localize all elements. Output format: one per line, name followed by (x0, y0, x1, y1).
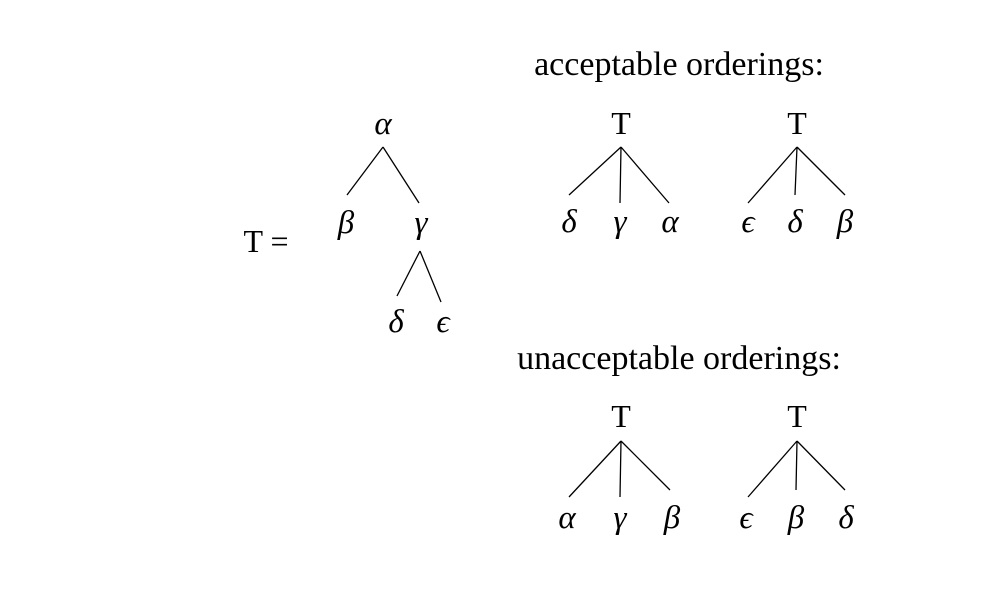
tree-edge (568, 440, 622, 498)
tree-leaf-node: β (836, 204, 854, 240)
main-grandchild-node: ϵ (436, 304, 451, 340)
tree-edge (795, 440, 798, 491)
tree-leaf-node: ϵ (741, 204, 756, 240)
tree-edge (747, 146, 798, 204)
tree-root-node: T (787, 398, 807, 434)
tree-leaf-node: δ (838, 500, 854, 536)
tree-leaf-node: δ (561, 204, 577, 240)
tree-edge (619, 440, 622, 498)
main-grandchild-node: δ (388, 304, 404, 340)
main-left-child-node: β (337, 205, 355, 241)
tree-edge (568, 146, 622, 196)
tree-root-node: T (611, 398, 631, 434)
sub-edge-left (396, 250, 421, 297)
tree-root-node: T (787, 105, 807, 141)
acceptable-section: acceptable orderings: T δ γ α T ϵ δ β (534, 46, 854, 240)
tree-edge (796, 146, 846, 196)
tree-leaf-node: β (787, 500, 805, 536)
tree-leaf-node: γ (613, 204, 627, 240)
sub-edge-right (419, 250, 442, 303)
main-right-child-node: γ (414, 205, 428, 241)
tree-leaf-node: ϵ (739, 500, 754, 536)
tree-leaf-node: δ (787, 204, 803, 240)
acceptable-tree-2: T ϵ δ β (741, 105, 853, 240)
tree-edge (620, 146, 670, 204)
acceptable-heading: acceptable orderings: (534, 46, 824, 83)
unacceptable-tree-1: T α γ β (558, 398, 680, 536)
tree-edge (796, 440, 846, 491)
acceptable-tree-1: T δ γ α (561, 105, 679, 240)
tree-edge (747, 440, 798, 498)
tree-root-node: T (611, 105, 631, 141)
main-edge-right (382, 146, 420, 204)
main-edge-left (346, 146, 384, 196)
tree-leaf-node: β (663, 500, 681, 536)
tree-edge (794, 146, 798, 196)
main-tree: T = α β γ δ ϵ (243, 106, 451, 340)
tree-definition-label: T = (243, 223, 288, 259)
main-root-node: α (374, 106, 392, 142)
tree-leaf-node: α (661, 204, 679, 240)
tree-edge (620, 440, 671, 491)
tree-leaf-node: α (558, 500, 576, 536)
unacceptable-heading: unacceptable orderings: (517, 340, 841, 377)
unacceptable-section: unacceptable orderings: T α γ β T ϵ β δ (517, 340, 854, 536)
tree-leaf-node: γ (613, 500, 627, 536)
unacceptable-tree-2: T ϵ β δ (739, 398, 854, 536)
tree-edge (619, 146, 622, 204)
